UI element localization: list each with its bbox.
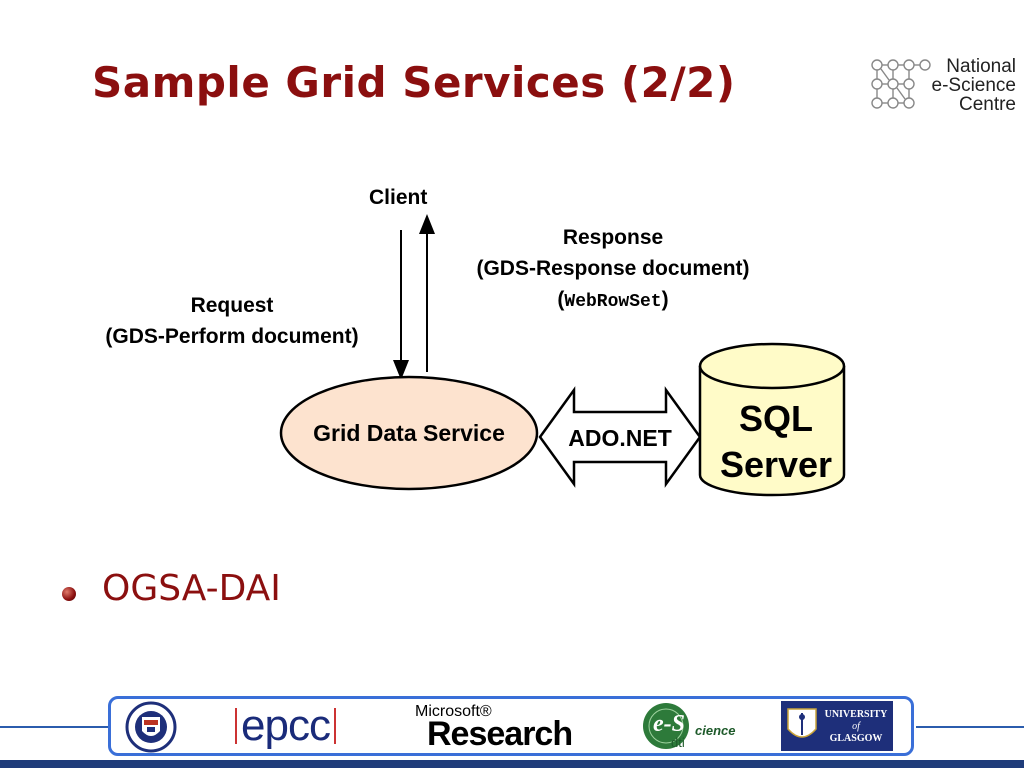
sql-line-2: Server: [719, 444, 833, 485]
glasgow-text: UNIVERSITY of GLASGOW: [821, 709, 891, 745]
escience-dti-text: dti: [671, 735, 685, 750]
edinburgh-crest-icon: [125, 701, 177, 753]
ado-net-label: ADO.NET: [568, 425, 672, 451]
escience-logo: e-S cience dti: [641, 701, 751, 753]
epcc-text: epcc: [241, 701, 331, 750]
nesc-line-3: Centre: [958, 94, 1016, 115]
escience-main-text: e-S: [653, 711, 685, 737]
webrowset-code: WebRowSet: [564, 292, 662, 312]
response-paren-open: (: [557, 288, 565, 311]
sql-line-1: SQL: [738, 398, 813, 439]
response-line-1: Response: [562, 226, 664, 249]
nesc-logo-text: National e-Science Centre: [932, 57, 1017, 114]
nesc-network-icon: [871, 59, 931, 109]
glasgow-line-2: of: [852, 721, 860, 732]
response-label: Response (GDS-Response document) (WebRow…: [444, 222, 782, 318]
research-text: Research: [427, 715, 573, 753]
microsoft-research-logo: Microsoft® Research: [411, 703, 601, 753]
glasgow-line-3: GLASGOW: [829, 733, 883, 744]
request-line-2: (GDS-Perform document): [105, 325, 359, 348]
nesc-line-2: e-Science: [931, 75, 1017, 96]
sql-server-cylinder: [698, 342, 846, 497]
response-paren-close: ): [661, 288, 669, 311]
epcc-bar-right: [333, 708, 336, 744]
nesc-line-1: National: [946, 56, 1016, 77]
glasgow-logo: UNIVERSITY of GLASGOW: [781, 701, 893, 751]
footer-bar: [0, 760, 1024, 768]
response-line-3: (WebRowSet): [444, 284, 782, 318]
footer-rule-left: [0, 726, 108, 728]
glasgow-crest-icon: [787, 708, 817, 738]
glasgow-line-1: UNIVERSITY: [824, 709, 888, 720]
bullet-ogsa-dai: OGSA-DAI: [102, 568, 281, 609]
grid-data-service-label: Grid Data Service: [313, 420, 505, 446]
footer-rule-right: [916, 726, 1024, 728]
escience-globe-icon: [643, 703, 689, 749]
request-line-1: Request: [190, 294, 274, 317]
request-label: Request (GDS-Perform document): [78, 290, 386, 352]
response-line-2: (GDS-Response document): [476, 257, 750, 280]
epcc-logo: epcc: [231, 699, 340, 753]
bullet-icon: [62, 587, 76, 601]
grid-data-service-ellipse: [279, 375, 539, 491]
footer-logo-strip: epcc Microsoft® Research e-S cience dti …: [108, 696, 914, 756]
epcc-bar-left: [235, 708, 237, 744]
client-label: Client: [369, 186, 428, 209]
slide-title: Sample Grid Services (2/2): [92, 58, 736, 107]
microsoft-small-text: Microsoft®: [415, 703, 492, 720]
sql-server-label: SQL Server: [706, 396, 846, 488]
grid-services-diagram: [279, 214, 846, 497]
escience-small-text: cience: [695, 723, 736, 738]
